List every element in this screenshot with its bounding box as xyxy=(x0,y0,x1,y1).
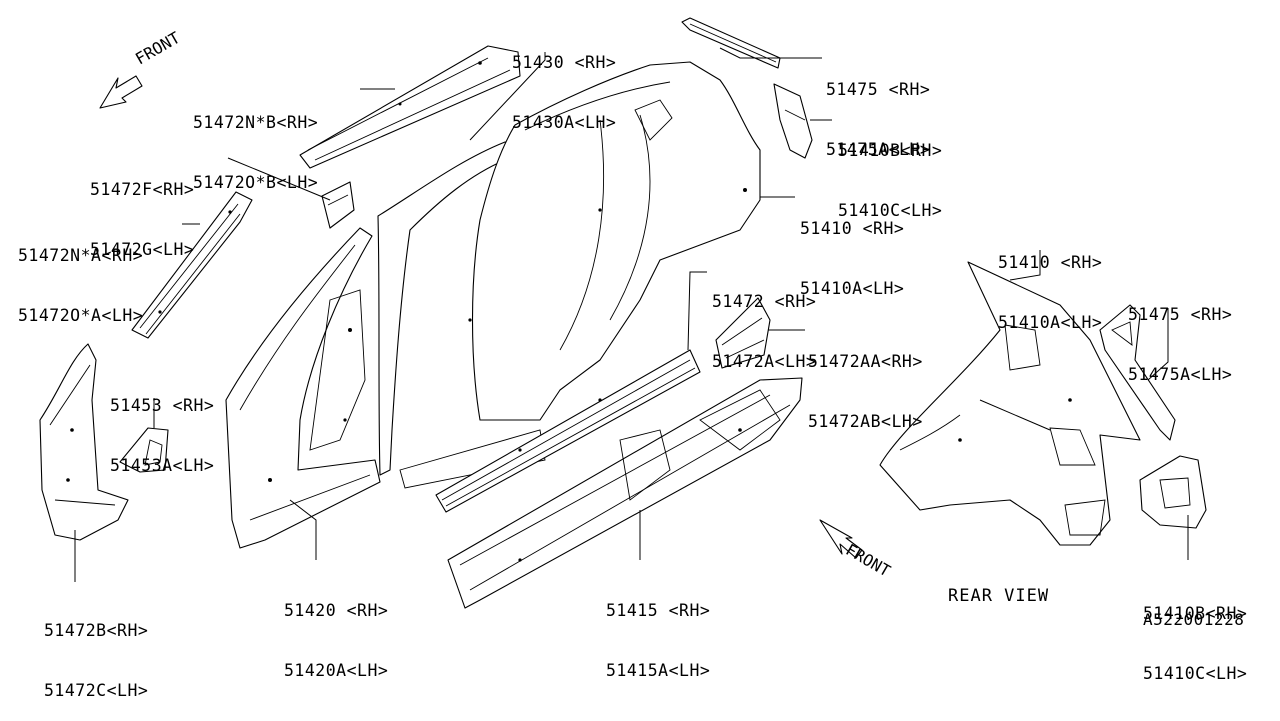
label-51410b-rear-lh: 51410C<LH> xyxy=(1143,664,1248,683)
label-51420-rh: 51420 <RH> xyxy=(284,601,389,620)
label-51415: 51415 <RH> 51415A<LH> xyxy=(606,561,710,701)
label-51415-rh: 51415 <RH> xyxy=(606,601,711,620)
label-51430-lh: 51430A<LH> xyxy=(512,113,617,132)
label-51410-rear: 51410 <RH> 51410A<LH> xyxy=(998,213,1102,353)
bracket-part-51472aa xyxy=(715,297,771,369)
label-51472f-rh: 51472F<RH> xyxy=(90,180,195,199)
bracket-part-51410b-rear xyxy=(1139,455,1207,529)
label-51472b: 51472B<RH> 51472C<LH> xyxy=(44,581,148,721)
label-51472f-lh: 51472G<LH> xyxy=(90,240,195,259)
label-51472b-lh: 51472C<LH> xyxy=(44,681,149,700)
label-51410b-top: 51410B<RH> 51410C<LH> xyxy=(838,101,942,241)
label-51410-mid-rh: 51410 <RH> xyxy=(800,219,905,238)
label-51410-rear-rh: 51410 <RH> xyxy=(998,253,1103,272)
label-51472: 51472 <RH> 51472A<LH> xyxy=(712,252,816,392)
label-51410b-top-rh: 51410B<RH> xyxy=(838,141,943,160)
label-51475-rear: 51475 <RH> 51475A<LH> xyxy=(1128,265,1232,405)
label-51472aa-lh: 51472AB<LH> xyxy=(808,412,923,431)
front-arrow-icon xyxy=(99,75,143,109)
side-sill-part-51415 xyxy=(447,377,803,609)
label-51472n-a-rh: 51472N*A<RH> xyxy=(18,246,144,265)
rail-part-51475-rear xyxy=(1099,304,1176,441)
bracket-part-51410b-top xyxy=(773,83,813,159)
diagram-code: A522001228 xyxy=(1143,610,1245,629)
label-51420-lh: 51420A<LH> xyxy=(284,661,389,680)
pillar-part-51472f xyxy=(321,181,355,229)
label-51410b-rear: 51410B<RH> 51410C<LH> xyxy=(1143,564,1247,704)
label-51420: 51420 <RH> 51420A<LH> xyxy=(284,561,388,701)
label-51472n-b-rh: 51472N*B<RH> xyxy=(193,113,319,132)
label-51472aa-rh: 51472AA<RH> xyxy=(808,352,923,371)
parts-diagram xyxy=(39,17,1207,609)
label-51472-lh: 51472A<LH> xyxy=(712,352,817,371)
leader-lines xyxy=(74,47,1189,582)
label-51475-top: 51475 <RH> 51475A<LH> xyxy=(826,40,930,180)
rear-panel-part-51410 xyxy=(879,261,1141,546)
label-51475-rear-lh: 51475A<LH> xyxy=(1128,365,1233,384)
sill-reinforcement-part-51472 xyxy=(435,349,701,513)
label-51410b-top-lh: 51410C<LH> xyxy=(838,201,943,220)
label-51430: 51430 <RH> 51430A<LH> xyxy=(512,13,616,153)
label-51475-top-rh: 51475 <RH> xyxy=(826,80,931,99)
label-51453: 51453 <RH> 51453A<LH> xyxy=(110,356,214,496)
rear-view-caption: REAR VIEW xyxy=(948,586,1050,606)
label-51472n-a-lh: 51472O*A<LH> xyxy=(18,306,144,325)
label-51472n-b-lh: 51472O*B<LH> xyxy=(193,173,319,192)
label-51410-rear-lh: 51410A<LH> xyxy=(998,313,1103,332)
front-pillar-part-51420 xyxy=(225,227,381,549)
label-51453-rh: 51453 <RH> xyxy=(110,396,215,415)
label-51453-lh: 51453A<LH> xyxy=(110,456,215,475)
front-pillar-part-51472na xyxy=(131,191,253,339)
label-51415-lh: 51415A<LH> xyxy=(606,661,711,680)
label-51472-rh: 51472 <RH> xyxy=(712,292,817,311)
label-51410-mid-lh: 51410A<LH> xyxy=(800,279,905,298)
label-51475-rear-rh: 51475 <RH> xyxy=(1128,305,1233,324)
pillar-reinforcement-part-51472b xyxy=(39,343,129,541)
rail-part-51475-top xyxy=(681,17,781,69)
label-51472n-a: 51472N*A<RH> 51472O*A<LH> xyxy=(18,206,143,346)
label-51410-mid: 51410 <RH> 51410A<LH> xyxy=(800,179,904,319)
bracket-part-51453 xyxy=(119,427,169,473)
label-51472f: 51472F<RH> 51472G<LH> xyxy=(90,140,194,280)
label-51472b-rh: 51472B<RH> xyxy=(44,621,149,640)
label-51472n-b: 51472N*B<RH> 51472O*B<LH> xyxy=(193,73,318,213)
front-arrow-rear-icon xyxy=(819,519,863,559)
side-outer-panel-part-51430 xyxy=(377,61,761,489)
label-51430-rh: 51430 <RH> xyxy=(512,53,617,72)
label-51472aa: 51472AA<RH> 51472AB<LH> xyxy=(808,312,923,452)
roof-rail-part-51472nb xyxy=(299,45,521,169)
label-51410b-rear-rh: 51410B<RH> xyxy=(1143,604,1248,623)
label-51475-top-lh: 51475A<LH> xyxy=(826,140,931,159)
